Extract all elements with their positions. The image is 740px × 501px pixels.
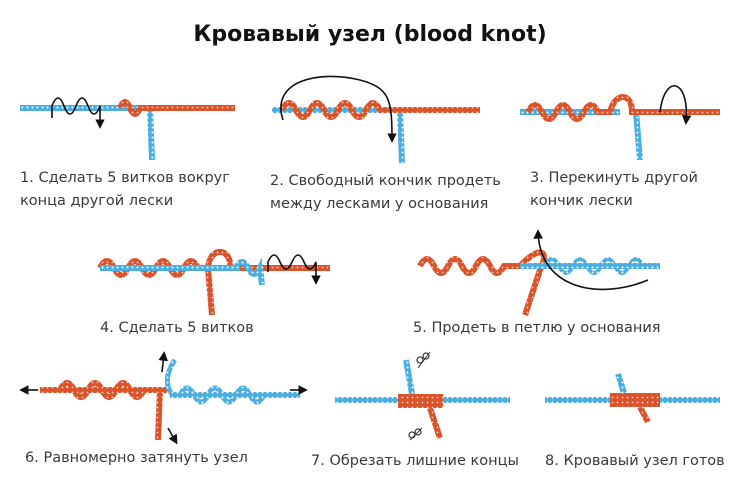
step-7-caption: 7. Обрезать лишние концы [311,453,519,469]
step-4-caption: 4. Сделать 5 витков [100,320,254,336]
step-6-caption: 6. Равномерно затянуть узел [25,450,248,466]
step-4-illustration [97,248,330,316]
step-7-illustration [335,351,510,441]
step-3-caption: 3. Перекинуть другой кончик лески [530,170,698,209]
step-1-illustration [20,97,235,161]
step-8-illustration [545,373,720,424]
step-2-illustration [272,75,480,164]
step-8-caption: 8. Кровавый узел готов [545,453,725,469]
step-5-caption: 5. Продеть в петлю у основания [413,320,661,336]
step-1-caption: 1. Сделать 5 витков вокруг конца другой … [20,170,230,209]
step-5-illustration [417,229,660,316]
scissors-icon [416,351,431,369]
step-2-caption: 2. Свободный кончик продеть между лескам… [270,173,501,212]
step-6-illustration [19,351,308,445]
step-3-illustration [520,85,720,161]
page-title: Кровавый узел (blood knot) [193,22,547,47]
scissors-icon [408,427,423,441]
